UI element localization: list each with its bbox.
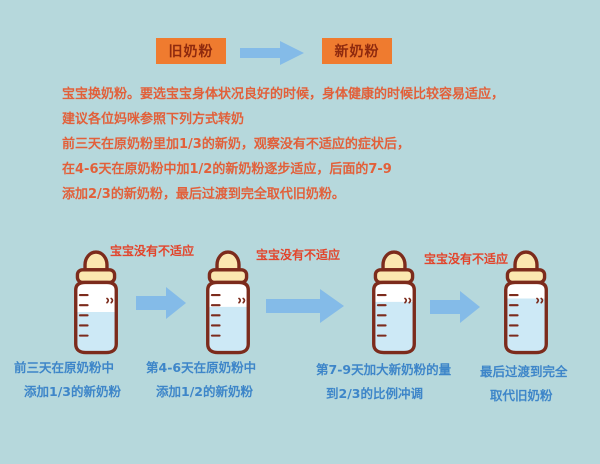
step-caption-line: 最后过渡到完全	[480, 364, 568, 379]
new-milk-label: 新奶粉	[334, 44, 380, 60]
step-caption-line: 添加1/3的新奶粉	[24, 384, 121, 399]
right-arrow-icon	[240, 41, 304, 65]
step-caption-line: 前三天在原奶粉中	[14, 360, 115, 375]
step-caption-2: 第4-6天在原奶粉中 添加1/2的新奶粉	[146, 356, 256, 404]
right-arrow-icon	[430, 291, 480, 323]
step-caption-4: 最后过渡到完全 取代旧奶粉	[480, 360, 568, 408]
step-caption-line: 添加1/2的新奶粉	[156, 384, 253, 399]
bottle-step-1	[58, 246, 134, 360]
baby-bottle-icon	[206, 250, 250, 355]
baby-bottle-icon	[74, 250, 118, 355]
bottle-step-3	[356, 246, 432, 360]
intro-line: 前三天在原奶粉里加1/3的新奶，观察没有不适应的症状后，	[62, 137, 410, 152]
arrow-label: 宝宝没有不适应	[110, 244, 195, 258]
intro-line: 宝宝换奶粉。要选宝宝身体状况良好的时候，身体健康的时候比较容易适应，	[62, 87, 505, 102]
baby-bottle-icon	[372, 250, 416, 355]
intro-line: 建议各位妈咪参照下列方式转奶	[62, 112, 245, 127]
step-caption-line: 第4-6天在原奶粉中	[146, 360, 257, 375]
old-milk-label: 旧奶粉	[168, 44, 214, 60]
step-caption-3: 第7-9天加大新奶粉的量 到2/3的比例冲调	[316, 358, 451, 406]
intro-line: 在4-6天在原奶粉中加1/2的新奶粉逐步适应，后面的7-9	[62, 162, 392, 177]
old-milk-badge: 旧奶粉	[156, 38, 226, 64]
step-caption-line: 取代旧奶粉	[490, 388, 553, 403]
arrow-label: 宝宝没有不适应	[424, 252, 509, 266]
arrow-label: 宝宝没有不适应	[256, 248, 341, 262]
step-caption-1: 前三天在原奶粉中 添加1/3的新奶粉	[14, 356, 121, 404]
step-caption-line: 到2/3的比例冲调	[326, 386, 423, 401]
step-caption-line: 第7-9天加大新奶粉的量	[316, 362, 452, 377]
new-milk-badge: 新奶粉	[322, 38, 392, 64]
intro-paragraph: 宝宝换奶粉。要选宝宝身体状况良好的时候，身体健康的时候比较容易适应， 建议各位妈…	[62, 82, 567, 207]
right-arrow-icon	[266, 289, 344, 323]
bottle-step-2	[190, 246, 266, 360]
baby-bottle-icon	[504, 250, 548, 355]
bottle-step-4	[488, 246, 564, 360]
right-arrow-icon	[136, 287, 186, 319]
intro-line: 添加2/3的新奶粉，最后过渡到完全取代旧奶粉。	[62, 187, 345, 202]
